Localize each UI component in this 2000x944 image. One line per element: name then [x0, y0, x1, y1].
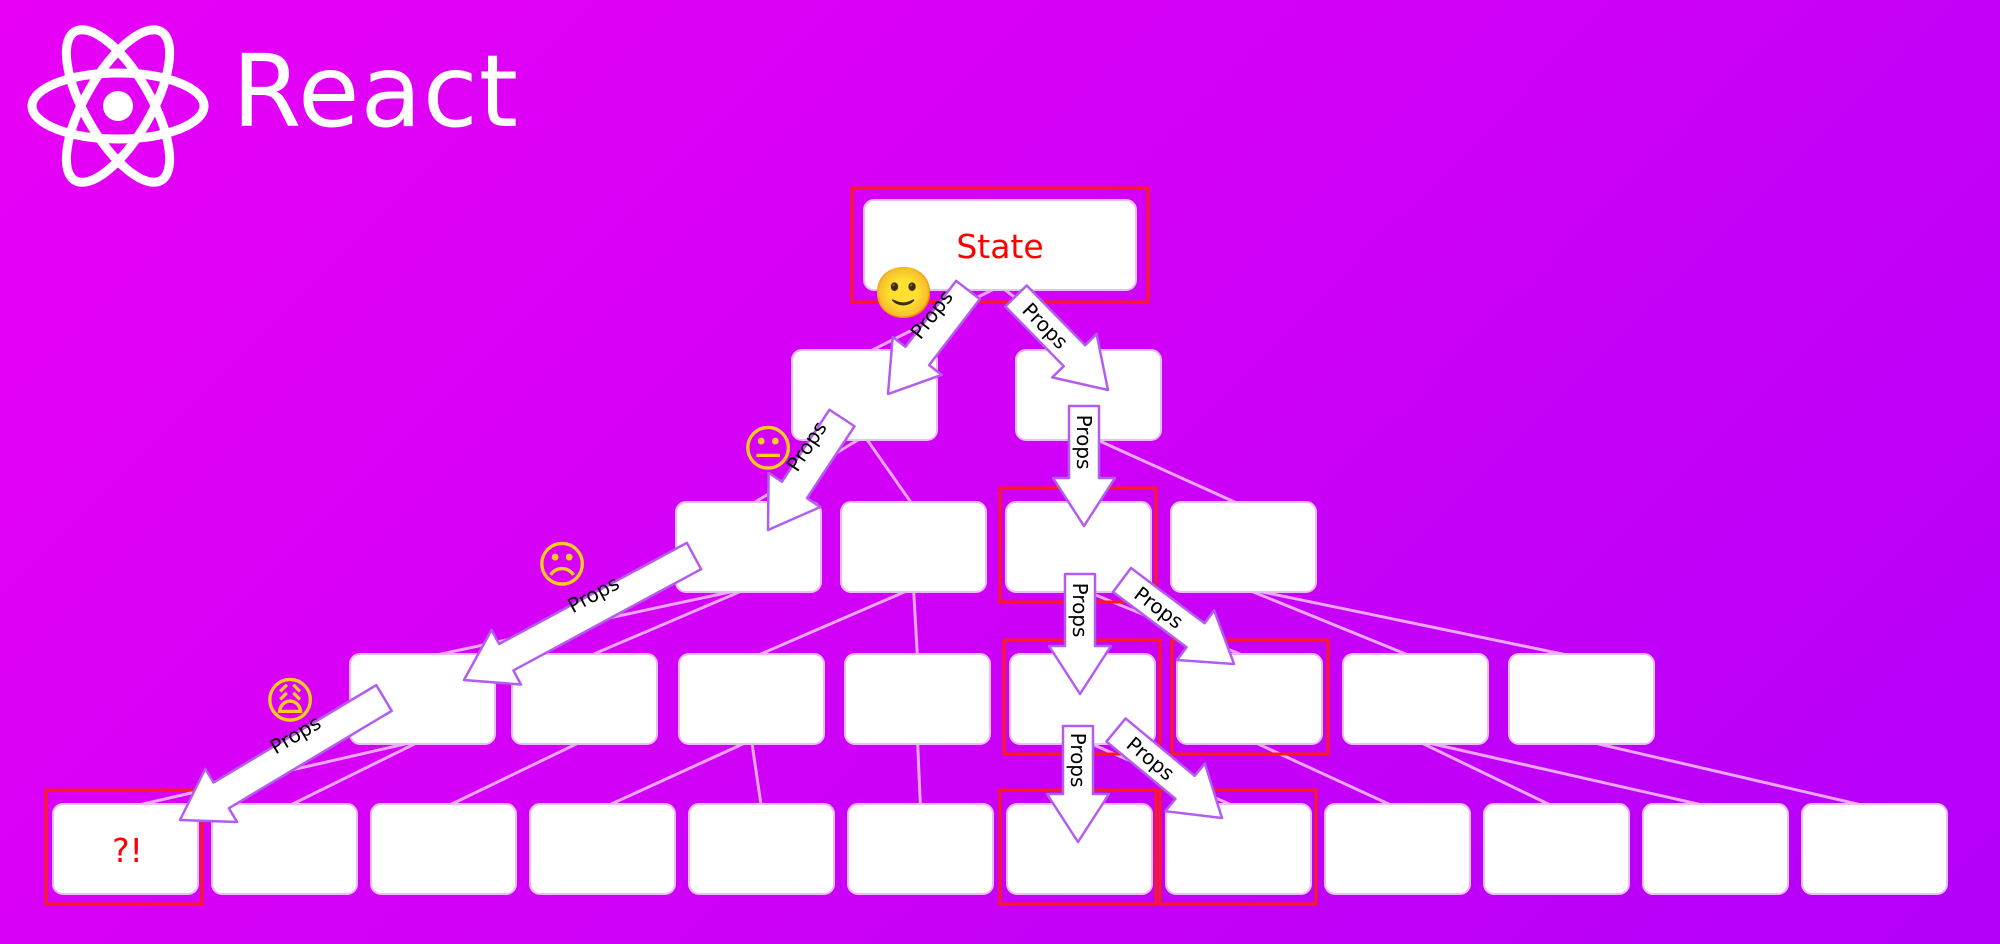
component-node-l4-8	[1324, 803, 1471, 895]
component-node-l0-0	[863, 199, 1137, 291]
props-arrow: Props	[1105, 717, 1224, 820]
props-label: Props	[1072, 415, 1096, 470]
neutral-emoji-icon: 😐	[742, 420, 794, 478]
component-node-l4-10	[1642, 803, 1789, 895]
tree-connector	[442, 738, 586, 810]
tree-connector	[912, 587, 919, 659]
component-node-l3-5	[1176, 653, 1323, 745]
highlight-boxes	[44, 186, 1330, 906]
component-node-l3-7	[1508, 653, 1655, 745]
component-node-l2-1	[840, 501, 987, 593]
props-arrow: Props	[1051, 404, 1117, 528]
component-node-l3-1	[511, 653, 658, 745]
tree-connector	[1248, 738, 1399, 810]
component-node-l4-11	[1801, 803, 1948, 895]
tree-connector	[1414, 738, 1558, 810]
component-node-l4-4	[688, 803, 835, 895]
tree-connector	[1243, 586, 1582, 660]
tree-nodes	[52, 199, 1948, 895]
component-node-l4-5	[847, 803, 994, 895]
props-arrow: Props	[462, 541, 703, 686]
props-label: Props	[1068, 583, 1092, 638]
component-node-l3-2	[678, 653, 825, 745]
tree-connector	[1087, 434, 1245, 508]
emoji-group: 🙂 😐 ☹ 😩	[264, 264, 935, 730]
smiling-emoji-icon: 🙂	[873, 264, 935, 322]
tree-connector	[750, 586, 915, 660]
highlight-box	[1170, 638, 1330, 756]
weary-emoji-icon: 😩	[264, 672, 316, 730]
props-arrow: Props	[1047, 572, 1113, 696]
highlight-box	[850, 186, 1150, 304]
react-wordmark: React	[232, 33, 519, 150]
highlight-box	[1158, 788, 1318, 906]
component-node-l3-6	[1342, 653, 1489, 745]
tree-connector	[1242, 586, 1417, 660]
tree-connector	[283, 738, 424, 810]
tree-connector	[863, 435, 915, 507]
component-node-l4-3	[529, 803, 676, 895]
props-arrow: Props	[1045, 724, 1111, 844]
component-node-l2-0	[675, 501, 822, 593]
component-node-l4-2	[370, 803, 517, 895]
component-node-l2-3	[1170, 501, 1317, 593]
leaf-node-label: ?!	[112, 831, 143, 870]
component-node-l4-1	[211, 803, 358, 895]
component-node-l3-3	[844, 653, 991, 745]
state-node-label: State	[956, 227, 1043, 266]
tree-connector	[1581, 738, 1875, 810]
component-node-l3-0	[349, 653, 496, 745]
tree-connector	[750, 739, 763, 809]
tree-connector	[1415, 738, 1716, 810]
react-atom-icon	[27, 25, 209, 187]
component-node-l4-9	[1483, 803, 1630, 895]
highlight-box	[44, 788, 204, 906]
tree-connector	[583, 586, 750, 660]
frowning-emoji-icon: ☹	[536, 536, 588, 594]
props-label: Props	[1066, 733, 1090, 788]
tree-connector	[601, 738, 753, 810]
tree-connector	[916, 739, 922, 809]
component-node-l4-0	[52, 803, 199, 895]
component-node-l4-7	[1165, 803, 1312, 895]
